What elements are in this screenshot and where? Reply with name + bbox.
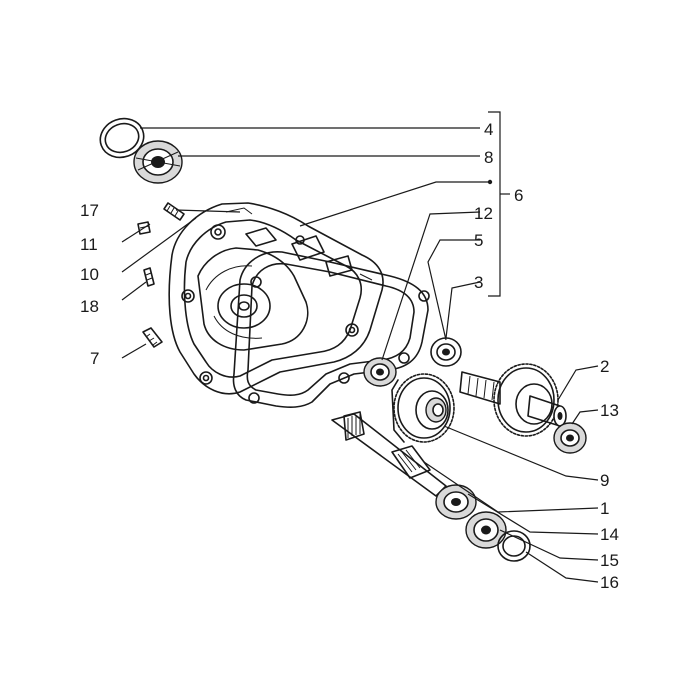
- part-17-stud: [163, 202, 185, 221]
- part-16-circlip: [497, 530, 531, 562]
- callout-4: 4: [484, 120, 493, 139]
- callout-12: 12: [474, 204, 493, 223]
- callout-7: 7: [90, 349, 99, 368]
- part-14-bearing: [435, 484, 477, 520]
- part-10-gearbox-cover: [168, 202, 384, 395]
- part-15-bearing: [465, 511, 507, 549]
- part-13-bearing: [553, 422, 587, 454]
- part-1-primary-shaft: [331, 411, 447, 497]
- callout-14: 14: [600, 525, 619, 544]
- callout-18: 18: [80, 297, 99, 316]
- callout-10: 10: [80, 265, 99, 284]
- callout-11: 11: [80, 235, 98, 254]
- callout-1: 1: [600, 499, 609, 518]
- callout-6: 6: [514, 186, 523, 205]
- part-4-oring: [99, 117, 145, 159]
- part-12-bearing: [363, 357, 397, 387]
- callout-16: 16: [600, 573, 619, 592]
- part-2-shaft-gear: [459, 363, 567, 437]
- part-7-screw: [142, 327, 163, 348]
- callout-2: 2: [600, 357, 609, 376]
- part-3-seal: [430, 337, 462, 367]
- part-8-bearing: [133, 140, 183, 184]
- leader-lines: [121, 111, 599, 583]
- part-18-pin: [143, 267, 155, 287]
- callout-9: 9: [600, 471, 609, 490]
- callout-labels: 4 8 6 12 5 3 2 13 9 1 14 15 16 17 11 10 …: [80, 120, 619, 592]
- callout-15: 15: [600, 551, 619, 570]
- callout-3: 3: [474, 273, 483, 292]
- part-9-gear: [391, 373, 455, 443]
- callout-8: 8: [484, 148, 493, 167]
- callout-13: 13: [600, 401, 619, 420]
- callout-17: 17: [80, 201, 99, 220]
- callout-5: 5: [474, 231, 483, 250]
- part-6-gasket: [232, 251, 430, 408]
